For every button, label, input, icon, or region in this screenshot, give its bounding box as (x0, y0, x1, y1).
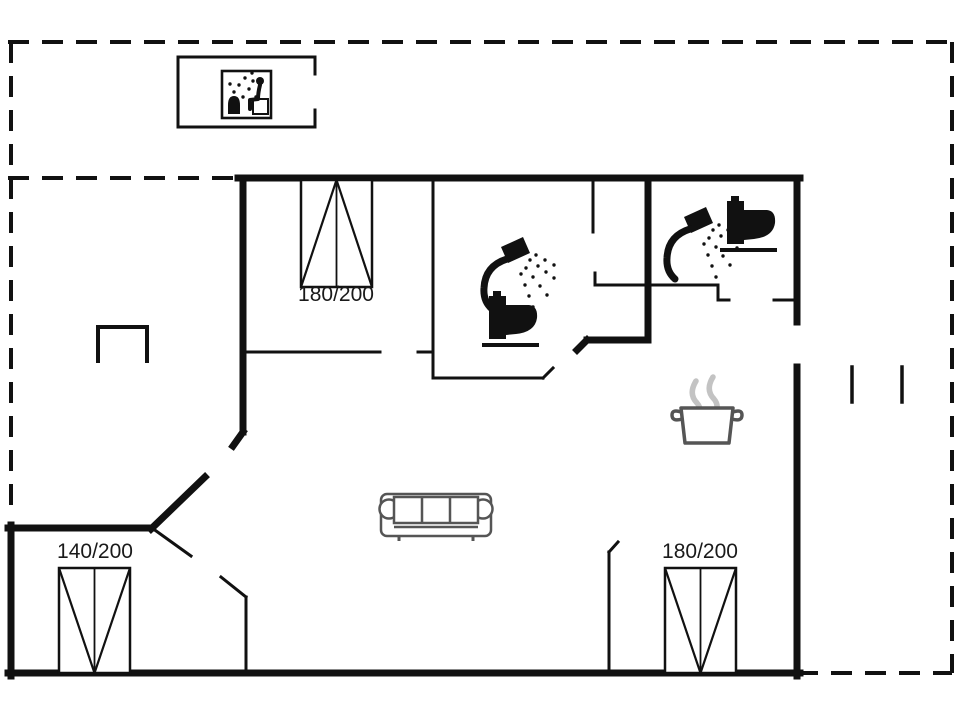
bed-fold-line (57, 567, 96, 674)
person-head (256, 77, 264, 85)
double-bed-bottom-right: 180/200 (662, 540, 738, 675)
bed-fold-line (663, 567, 702, 674)
steam-dot (243, 76, 247, 80)
spray-dot (707, 236, 711, 240)
sauna-icon (220, 69, 273, 120)
bed-fold-line (93, 567, 132, 674)
spray-dot (702, 242, 706, 246)
wall (572, 335, 592, 355)
toilet-bowl (744, 210, 776, 240)
sofa-back (392, 495, 480, 525)
shower-icon (480, 237, 556, 313)
shower-arm (480, 255, 511, 313)
toilet-button (731, 196, 739, 202)
bed-size-label: 140/200 (57, 540, 133, 563)
wall (228, 427, 248, 451)
steam-dot (241, 95, 245, 99)
spray-dot (544, 270, 548, 274)
toilet-tank (489, 296, 506, 339)
spray-dot (714, 245, 718, 249)
wall (146, 472, 210, 534)
bed-fold-line (699, 567, 738, 674)
sauna-stove (228, 96, 240, 114)
spray-dot (552, 276, 556, 280)
plot-boundary (8, 40, 954, 675)
spray-dot (710, 264, 714, 268)
spray-dot (719, 234, 723, 238)
fixtures (220, 69, 777, 541)
steam-dot (237, 83, 241, 87)
spray-dot (524, 266, 528, 270)
sauna-bench (252, 98, 269, 115)
wall (540, 365, 556, 381)
toilet-tank (727, 201, 744, 244)
steam-dot (250, 71, 254, 75)
spray-dot (543, 258, 547, 262)
spray-dot (536, 264, 540, 268)
wall (149, 525, 194, 559)
spray-dot (728, 263, 732, 267)
toilet-base (720, 248, 777, 252)
toilet-icon (482, 291, 539, 347)
spray-dot (531, 275, 535, 279)
person-body (248, 83, 262, 111)
pot-body (679, 406, 735, 445)
spray-dot (534, 253, 538, 257)
spray-dot (523, 283, 527, 287)
steam-dot (247, 87, 251, 91)
wall (606, 539, 621, 555)
spray-dot (552, 263, 556, 267)
bed-size-label: 180/200 (298, 283, 374, 306)
toilet-icon (720, 196, 777, 252)
toilet-button (493, 291, 501, 297)
spray-dot (545, 293, 549, 297)
shower-arm (663, 225, 694, 283)
spray-dot (721, 254, 725, 258)
cooking-pot-icon (670, 374, 744, 445)
pot-handle (731, 409, 744, 422)
steam-dot (232, 90, 236, 94)
spray-dot (714, 275, 718, 279)
pot-handle (670, 409, 683, 422)
shower-icon (663, 207, 739, 283)
sofa-icon (378, 492, 494, 541)
spray-dot (706, 253, 710, 257)
sauna-annex (176, 55, 317, 129)
double-bed-top: 180/200 (298, 178, 374, 306)
steam-dot (228, 82, 232, 86)
double-bed-bottom-left: 140/200 (57, 540, 133, 675)
spray-dot (519, 272, 523, 276)
spray-dot (717, 223, 721, 227)
wall (218, 574, 249, 600)
spray-dot (528, 258, 532, 262)
beds: 180/200 140/200 180/200 (57, 178, 738, 675)
spray-dot (538, 284, 542, 288)
bed-fold-line (299, 179, 338, 288)
steam-dot (251, 79, 255, 83)
bed-fold-line (335, 179, 374, 288)
annex-outline (96, 325, 149, 363)
toilet-bowl (506, 305, 538, 335)
bed-size-label: 180/200 (662, 540, 738, 563)
spray-dot (527, 294, 531, 298)
spray-dot (711, 228, 715, 232)
toilet-base (482, 343, 539, 347)
